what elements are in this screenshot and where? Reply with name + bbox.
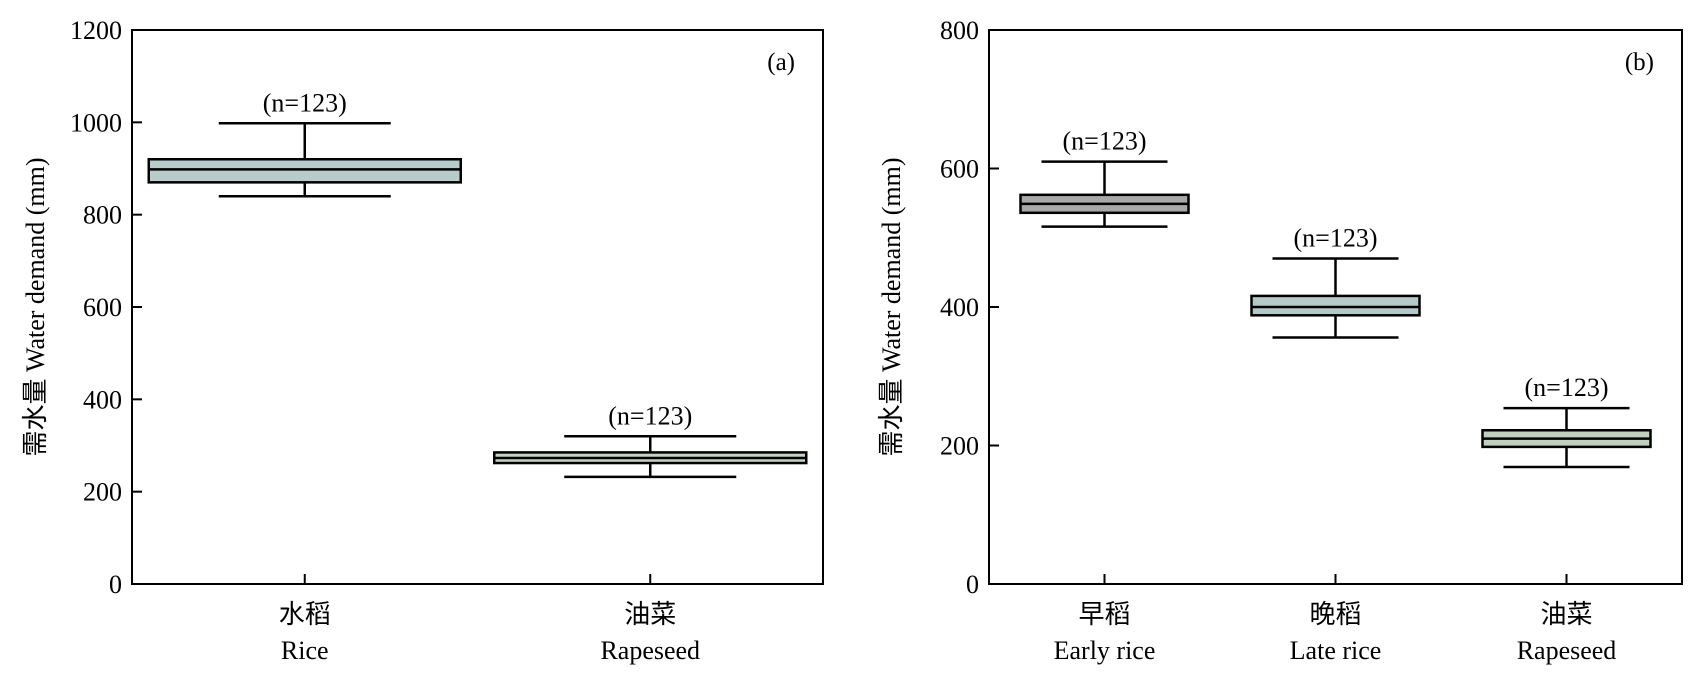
sample-size-label: (n=123) [263,88,347,117]
x-tick-label-en: Late rice [1290,636,1382,665]
y-tick-label: 0 [109,570,122,599]
x-tick-label-cn: 油菜 [1540,600,1592,629]
y-tick-label: 800 [940,16,979,45]
y-axis-label: 需水量 Water demand (mm) [877,158,906,457]
y-tick-label: 600 [83,293,122,322]
x-tick-label-cn: 水稻 [279,600,331,629]
y-tick-label: 1200 [70,16,122,45]
x-tick-label-en: Early rice [1054,636,1156,665]
panel-label: (a) [767,49,795,76]
x-tick-label-en: Rapeseed [600,636,700,665]
panel-a: 0 200 400 600 800 1000 1200 需水量 Water demand (m… [21,16,824,665]
y-tick-label: 200 [940,432,979,461]
interquartile-box [1250,294,1421,317]
box-1: (n=123) [147,88,462,198]
y-axis-label: 需水量 Water demand (mm) [21,158,50,457]
y-tick-label: 400 [940,293,979,322]
box-2: (n=123) [493,401,808,479]
y-tick-label: 600 [940,155,979,184]
y-tick-label: 400 [83,385,122,414]
box-1: (n=123) [1019,127,1190,228]
y-tick-label: 800 [83,201,122,230]
sample-size-label: (n=123) [1063,127,1147,156]
box-3: (n=123) [1481,373,1652,469]
x-tick-label-cn: 早稻 [1078,600,1130,629]
plot-area-frame [131,29,824,585]
sample-size-label: (n=123) [1294,224,1378,253]
x-tick-label-cn: 油菜 [624,600,676,629]
y-tick-label: 1000 [70,108,122,137]
panel-label: (b) [1625,49,1654,76]
y-tick-label: 200 [83,478,122,507]
y-tick-label: 0 [966,570,979,599]
sample-size-label: (n=123) [608,401,692,430]
box-2: (n=123) [1250,224,1421,339]
interquartile-box [147,158,462,184]
panel-b: 0 200 400 600 800 需水量 Water demand (mm) (b) 早稻 E… [877,16,1683,665]
x-tick-label-en: Rapeseed [1517,636,1617,665]
x-tick-label-en: Rice [281,636,329,665]
sample-size-label: (n=123) [1525,373,1609,402]
x-tick-label-cn: 晚稻 [1309,600,1361,629]
